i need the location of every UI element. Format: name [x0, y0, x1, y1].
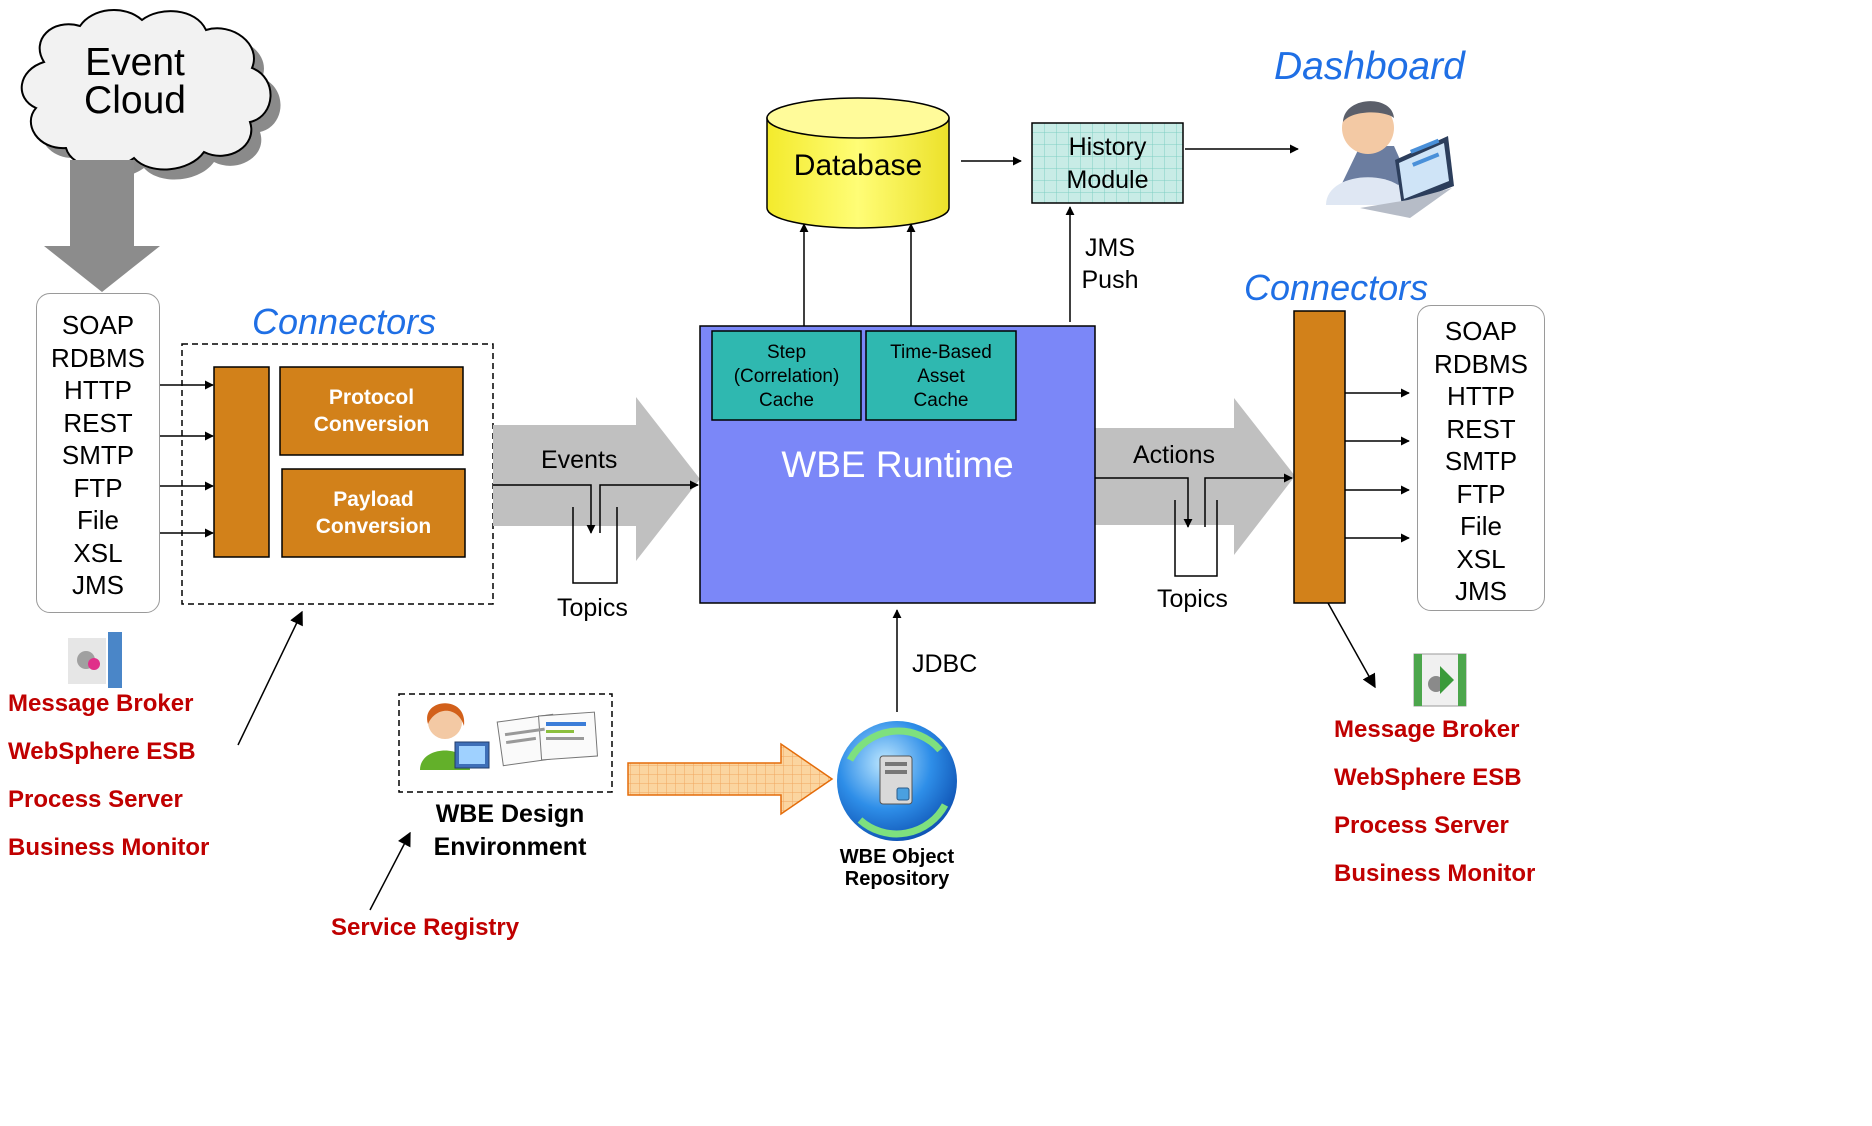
outbound-protocol-item: FTP	[1456, 478, 1506, 509]
outbound-protocol-item: SMTP	[1444, 446, 1518, 476]
service-registry-label: Service Registry	[331, 914, 520, 941]
server-globe-icon	[837, 721, 957, 841]
cloud-down-arrow	[44, 160, 160, 292]
user-laptop-icon	[1326, 101, 1454, 218]
protocol-conversion-label: Protocol Conversion	[313, 386, 430, 436]
event-cloud	[20, 8, 281, 180]
left-connector-bar	[213, 366, 270, 558]
right-connectors-title: Connectors	[1244, 267, 1429, 308]
protocol-conversion-box	[279, 366, 464, 456]
asset-cache-label: Time-Based Asset Cache	[890, 342, 992, 411]
left-connectors-title: Connectors	[252, 301, 437, 342]
outbound-protocol-item: REST	[1446, 413, 1516, 444]
step-cache-box	[711, 330, 862, 421]
history-module-box	[1031, 122, 1184, 204]
broker-mediation-icon	[1413, 653, 1467, 707]
history-module-label: History Module	[1066, 133, 1149, 194]
payload-conversion-box	[281, 468, 466, 558]
design-environment-box	[398, 693, 613, 793]
inbound-protocol-item: HTTP	[64, 375, 132, 405]
actions-flow-arrow	[1095, 398, 1295, 555]
outbound-protocol-item: XSL	[1456, 543, 1506, 574]
events-label: Events	[541, 446, 618, 474]
left-product-message-broker: Message Broker	[8, 690, 194, 717]
object-repository-label: WBE Object Repository	[839, 846, 955, 890]
right-connector-bar	[1293, 310, 1346, 604]
jdbc-label: JDBC	[912, 650, 978, 678]
topics-left-label: Topics	[557, 594, 628, 622]
design-screens-icon	[496, 711, 599, 767]
inbound-protocol-item: File	[77, 505, 119, 535]
design-environment-label: WBE Design Environment	[433, 800, 587, 861]
dashboard-title: Dashboard	[1274, 45, 1465, 88]
topics-left-queue	[493, 480, 699, 584]
inbound-protocol-list: SOAP RDBMS HTTP REST SMTP FTP File XSL J…	[36, 293, 160, 613]
outbound-arrows	[1327, 388, 1410, 689]
inbound-protocol-item: REST	[63, 407, 133, 438]
jms-push-label: JMS Push	[1081, 234, 1139, 294]
right-product-websphere-esb: WebSphere ESB	[1334, 764, 1522, 791]
outbound-protocol-item: HTTP	[1447, 381, 1515, 411]
inbound-protocol-item: RDBMS	[51, 342, 145, 373]
right-product-process-server: Process Server	[1334, 812, 1509, 839]
left-product-business-monitor: Business Monitor	[8, 834, 210, 861]
message-broker-icon	[68, 632, 122, 688]
actions-label: Actions	[1133, 441, 1215, 469]
outbound-protocol-item: SOAP	[1444, 316, 1518, 346]
inbound-arrows	[158, 380, 214, 538]
left-product-process-server: Process Server	[8, 786, 183, 813]
left-products-pointer	[237, 610, 303, 746]
step-cache-label: Step (Correlation) Cache	[733, 342, 840, 411]
runtime-label: WBE Runtime	[781, 444, 1014, 485]
outbound-protocol-item: JMS	[1455, 576, 1507, 606]
inbound-protocol-item: FTP	[73, 472, 123, 503]
topics-right-label: Topics	[1157, 585, 1228, 613]
event-cloud-label: Event Cloud	[84, 41, 186, 122]
outbound-protocol-list: SOAP RDBMS HTTP REST SMTP FTP File XSL J…	[1417, 305, 1545, 611]
inbound-protocol-item: SMTP	[61, 440, 135, 470]
inbound-protocol-item: JMS	[72, 570, 124, 600]
left-product-websphere-esb: WebSphere ESB	[8, 738, 196, 765]
runtime-to-database-arrows	[799, 144, 1299, 326]
right-product-message-broker: Message Broker	[1334, 716, 1520, 743]
design-to-repository-arrow	[627, 742, 834, 816]
inbound-protocol-item: SOAP	[61, 310, 135, 340]
designer-user-icon	[420, 703, 490, 770]
right-product-business-monitor: Business Monitor	[1334, 860, 1536, 887]
database-cylinder	[766, 97, 950, 229]
inbound-protocol-item: XSL	[73, 537, 123, 568]
events-flow-arrow	[493, 397, 700, 561]
asset-cache-box	[865, 330, 1017, 421]
payload-conversion-label: Payload Conversion	[315, 488, 432, 538]
database-label: Database	[793, 149, 923, 182]
service-registry-pointer	[369, 831, 411, 911]
outbound-protocol-item: RDBMS	[1434, 348, 1528, 379]
topics-right-queue	[1095, 473, 1293, 577]
outbound-protocol-item: File	[1460, 511, 1502, 541]
